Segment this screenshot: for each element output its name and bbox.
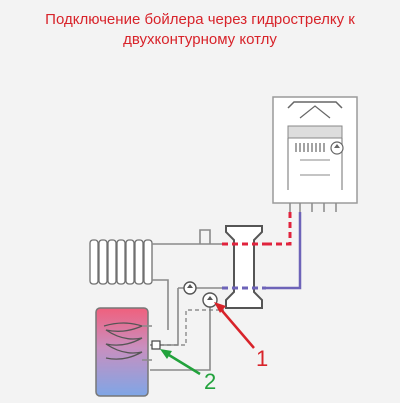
title-line-2: двухконтурному котлу — [123, 31, 277, 48]
sensor-cable — [160, 309, 224, 346]
hydraulic-separator-icon — [222, 225, 266, 309]
callout-1-label: 1 — [256, 346, 268, 371]
callout-2-label: 2 — [204, 369, 216, 394]
radiator-icon — [89, 239, 153, 285]
temperature-sensor-icon — [151, 340, 161, 350]
diagram-title: Подключение бойлера через гидрострелку к… — [0, 10, 400, 50]
indirect-water-heater-icon — [95, 307, 152, 397]
circulation-pump-icon — [183, 281, 218, 308]
supply-pipe — [266, 212, 292, 246]
double-circuit-boiler-icon — [272, 96, 358, 212]
callout-1-arrow — [214, 302, 255, 349]
return-pipe — [266, 212, 302, 290]
callout-2-arrow — [160, 349, 201, 376]
title-line-1: Подключение бойлера через гидрострелку к — [45, 11, 355, 28]
